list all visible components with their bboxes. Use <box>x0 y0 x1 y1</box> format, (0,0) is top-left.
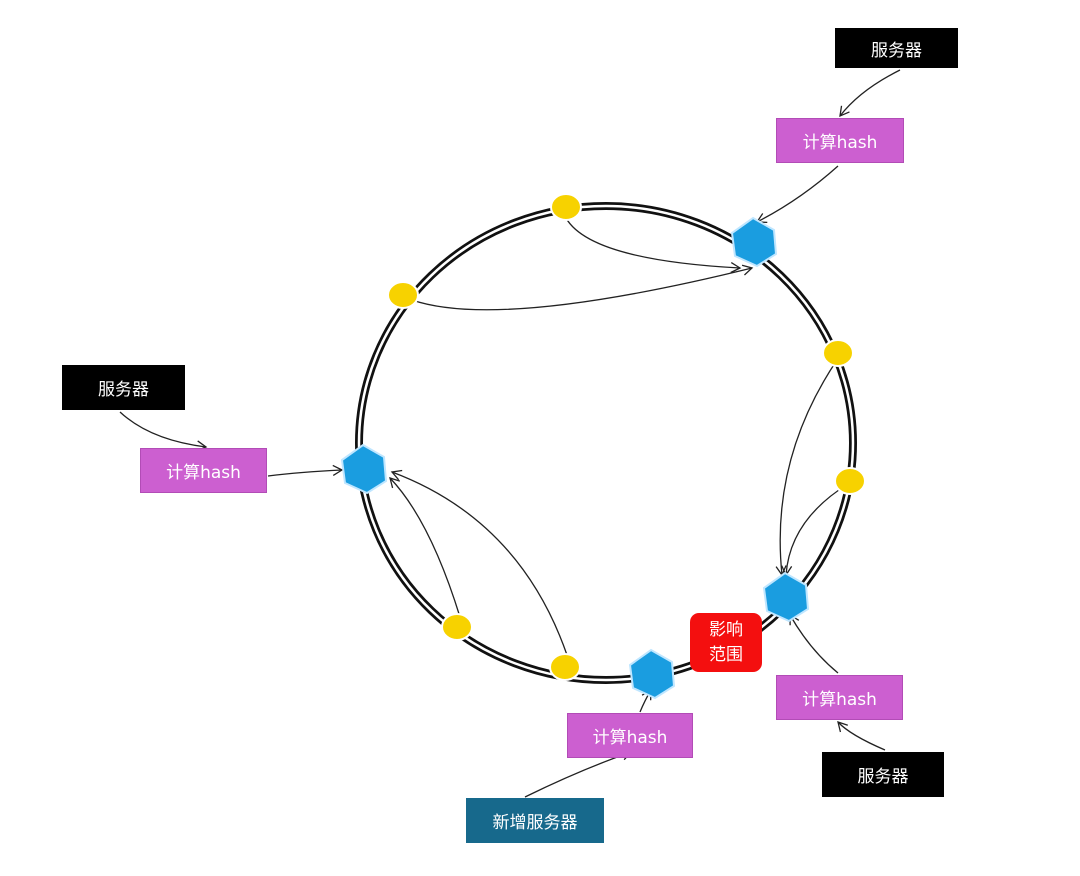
impact-line-1: 影响 <box>709 619 743 640</box>
data-node <box>834 467 866 495</box>
impact-line-2: 范围 <box>709 644 743 665</box>
data-node <box>550 193 582 221</box>
server-node <box>340 443 388 495</box>
server-node <box>762 571 810 623</box>
arrow <box>119 411 208 452</box>
server-box-left: 服务器 <box>62 365 185 410</box>
data-node <box>822 339 854 367</box>
server-node <box>730 216 778 268</box>
arrow <box>267 464 344 477</box>
arrow <box>524 749 633 798</box>
compute-hash-box-bottom: 计算hash <box>567 713 693 758</box>
arrow <box>839 69 901 118</box>
data-node <box>441 613 473 641</box>
server-box-right: 服务器 <box>822 752 944 797</box>
hash-ring <box>355 202 857 684</box>
arrow <box>565 217 742 274</box>
data-node <box>549 653 581 681</box>
arrow <box>837 721 886 751</box>
compute-hash-box-top: 计算hash <box>776 118 904 163</box>
impact-range-label: 影响 范围 <box>690 613 762 672</box>
arrow <box>755 165 839 224</box>
arrow <box>789 613 839 674</box>
compute-hash-box-left: 计算hash <box>140 448 267 493</box>
data-nodes <box>387 193 866 681</box>
arrow <box>411 264 754 311</box>
data-node <box>387 281 419 309</box>
arrow <box>390 469 568 656</box>
server-node <box>628 648 676 700</box>
compute-hash-box-right: 计算hash <box>776 675 903 720</box>
server-box-top: 服务器 <box>835 28 958 68</box>
arrow <box>781 483 849 577</box>
new-server-box: 新增服务器 <box>466 798 604 843</box>
server-nodes <box>340 216 810 700</box>
arrow <box>775 359 838 577</box>
arrow <box>389 477 461 618</box>
